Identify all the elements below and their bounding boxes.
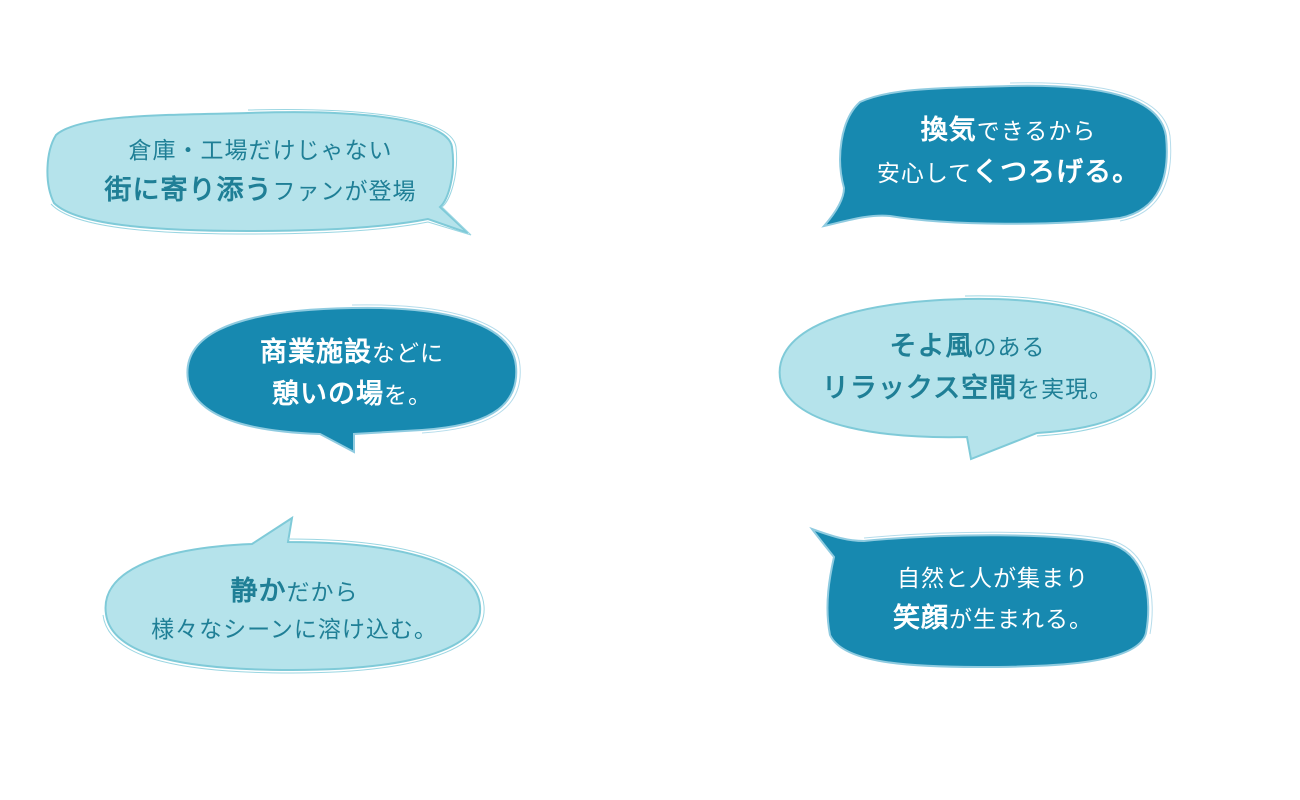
bubble-text-segment: ファンが登場 bbox=[272, 178, 417, 205]
speech-bubble-quiet: 静かだから 様々なシーンに溶け込む。 bbox=[102, 514, 487, 679]
speech-bubble-smiles: 自然と人が集まり 笑顔が生まれる。 bbox=[808, 525, 1158, 675]
bubble-text-segment: を。 bbox=[384, 383, 432, 409]
bubble-line: 様々なシーンに溶け込む。 bbox=[151, 613, 438, 649]
speech-bubble-text: 倉庫・工場だけじゃない 街に寄り添うファンが登場 bbox=[48, 119, 473, 227]
bubble-text-highlight: そよ風 bbox=[889, 331, 974, 363]
bubble-text-segment: 倉庫・工場だけじゃない bbox=[128, 138, 393, 165]
bubble-text-highlight: 憩いの場 bbox=[272, 379, 384, 410]
bubble-text-highlight: リラックス空間 bbox=[821, 373, 1018, 404]
bubble-text-highlight: 静か bbox=[230, 576, 287, 608]
bubble-text-highlight: 笑顔 bbox=[893, 602, 949, 634]
bubble-line: 商業施設などに bbox=[260, 332, 444, 374]
bubble-text-highlight: くつろげる。 bbox=[972, 157, 1141, 188]
speech-bubble-shape bbox=[186, 304, 521, 454]
speech-bubble-ventilation: 換気できるから 安心してくつろげる。 bbox=[820, 80, 1175, 230]
bubble-text-highlight: 商業施設 bbox=[260, 337, 372, 369]
bubble-line: 街に寄り添うファンが登場 bbox=[105, 170, 417, 212]
speech-bubble-shape bbox=[821, 82, 1172, 228]
bubble-text-segment: のある bbox=[973, 335, 1046, 362]
bubble-line: 自然と人が集まり bbox=[897, 562, 1089, 598]
speech-bubble-warehouse-fan: 倉庫・工場だけじゃない 街に寄り添うファンが登場 bbox=[46, 105, 473, 240]
speech-bubble-text: 商業施設などに 憩いの場を。 bbox=[182, 318, 522, 430]
bubble-line: 憩いの場を。 bbox=[272, 374, 432, 416]
bubble-line: 静かだから bbox=[231, 571, 359, 613]
bubble-text-segment: 様々なシーンに溶け込む。 bbox=[151, 617, 438, 644]
bubble-line: そよ風のある bbox=[890, 326, 1046, 368]
speech-bubble-text: 静かだから 様々なシーンに溶け込む。 bbox=[102, 554, 487, 666]
bubble-line: 倉庫・工場だけじゃない bbox=[129, 134, 393, 170]
speech-bubble-text: 換気できるから 安心してくつろげる。 bbox=[842, 92, 1175, 212]
speech-bubble-shape bbox=[102, 515, 485, 674]
bubble-text-segment: などに bbox=[372, 341, 444, 368]
bubble-line: 笑顔が生まれる。 bbox=[893, 598, 1093, 640]
bubble-text-segment: が生まれる。 bbox=[949, 606, 1093, 633]
bubble-text-highlight: 換気 bbox=[920, 115, 977, 147]
bubble-line: リラックス空間を実現。 bbox=[822, 368, 1113, 410]
bubble-line: 換気できるから bbox=[921, 110, 1097, 152]
speech-bubble-breeze: そよ風のある リラックス空間を実現。 bbox=[775, 293, 1160, 463]
speech-bubble-text: そよ風のある リラックス空間を実現。 bbox=[775, 313, 1160, 423]
bubble-text-highlight: 街に寄り添う bbox=[104, 174, 273, 206]
speech-bubble-shape bbox=[778, 295, 1156, 461]
speech-bubble-shape bbox=[809, 526, 1153, 669]
speech-bubble-commercial: 商業施設などに 憩いの場を。 bbox=[182, 300, 522, 460]
bubble-line: 安心してくつろげる。 bbox=[877, 152, 1140, 194]
bubble-text-segment: できるから bbox=[976, 119, 1097, 146]
speech-bubble-text: 自然と人が集まり 笑顔が生まれる。 bbox=[828, 545, 1158, 657]
bubble-text-segment: 自然と人が集まり bbox=[897, 566, 1089, 593]
bubble-text-segment: 安心して bbox=[876, 161, 973, 187]
bubble-text-segment: だから bbox=[286, 580, 359, 607]
speech-bubble-shape bbox=[46, 108, 472, 236]
bubble-text-segment: を実現。 bbox=[1017, 377, 1114, 403]
